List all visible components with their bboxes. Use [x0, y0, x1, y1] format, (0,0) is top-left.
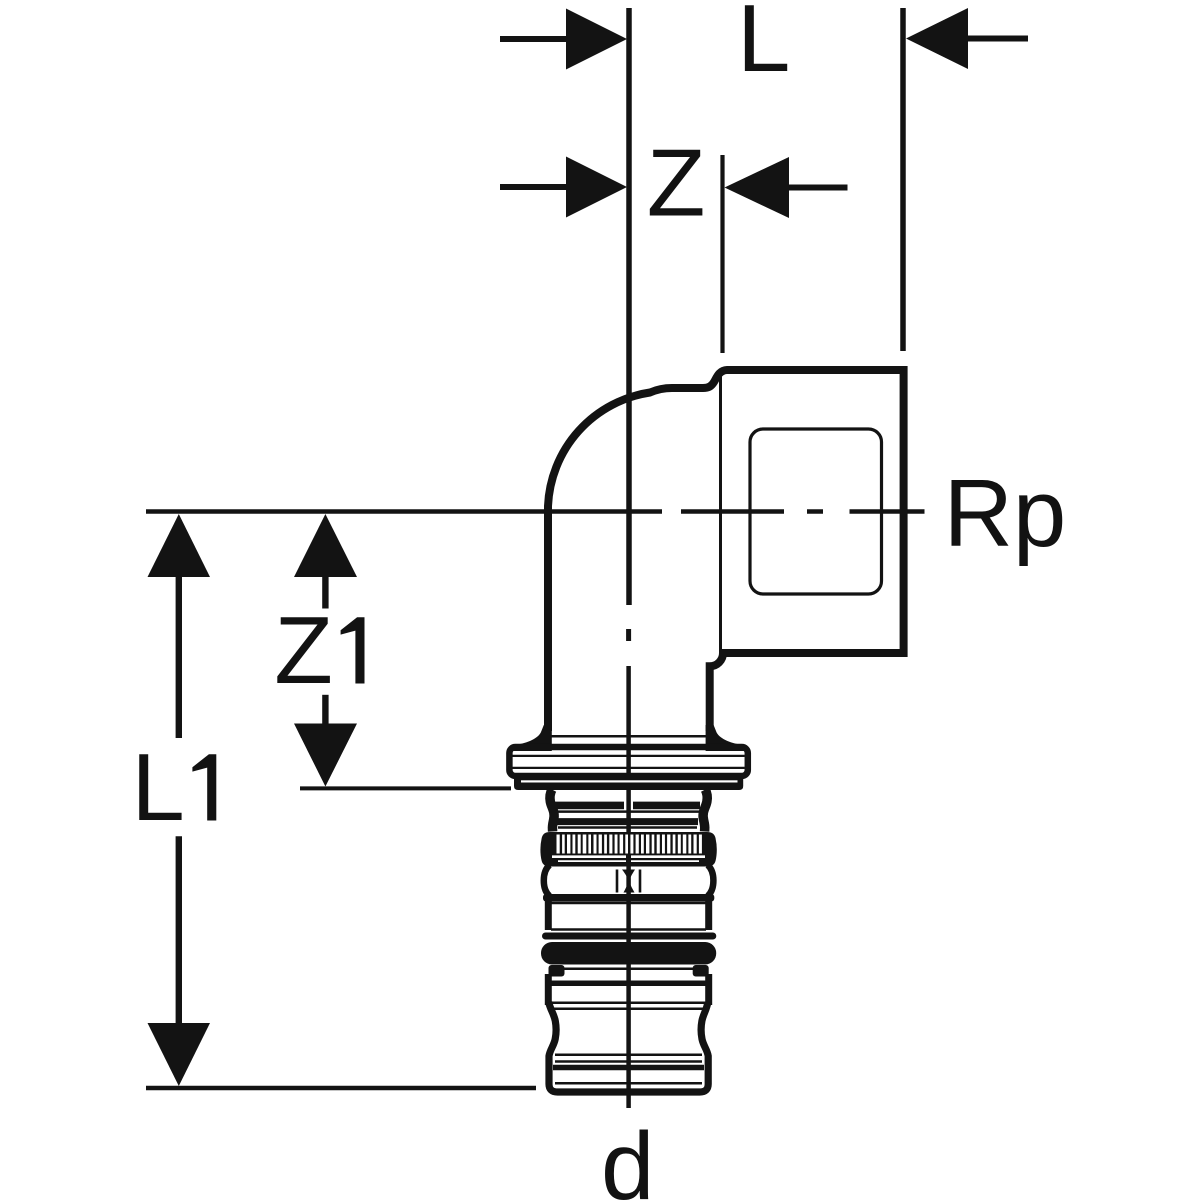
svg-text:d: d	[601, 1113, 654, 1200]
svg-text:Z: Z	[647, 130, 706, 237]
svg-text:L: L	[131, 734, 184, 841]
svg-text:L: L	[737, 0, 790, 92]
svg-text:Rp: Rp	[944, 460, 1067, 567]
svg-text:Z: Z	[274, 597, 333, 704]
